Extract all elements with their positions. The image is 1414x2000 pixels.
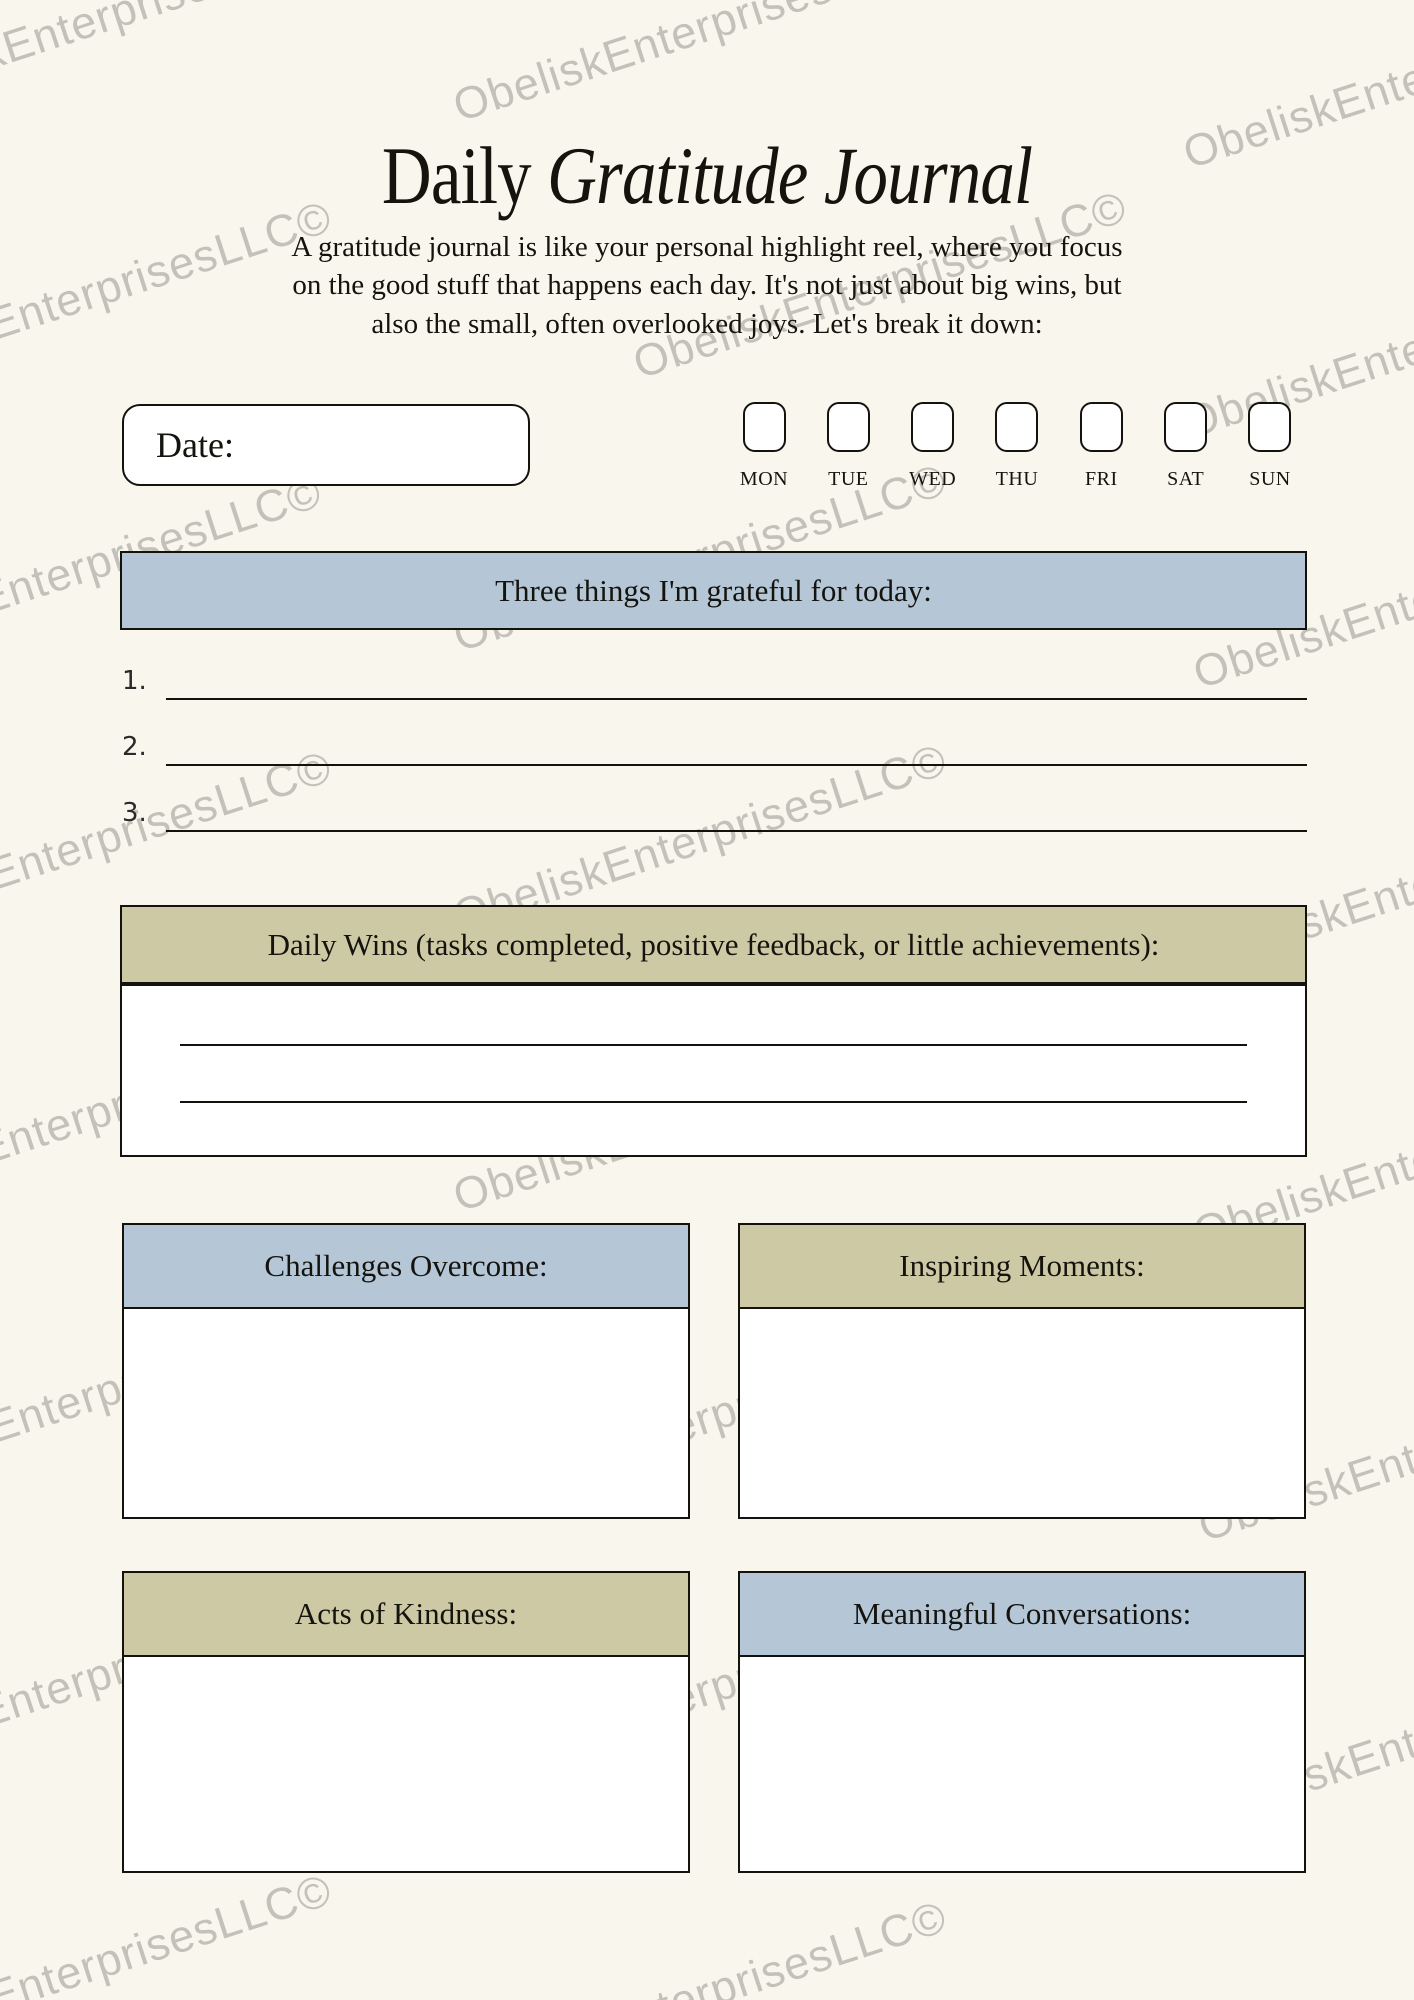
grateful-number: 3.: [122, 798, 147, 828]
grateful-list: 1. 2. 3.: [122, 634, 1307, 832]
weekday-checkbox-row: MON TUE WED THU FRI SAT SUN: [734, 402, 1300, 491]
challenges-header: Challenges Overcome:: [124, 1225, 688, 1309]
weekday-cell: THU: [987, 402, 1047, 491]
grateful-line-field-1[interactable]: [166, 698, 1307, 700]
daily-wins-line: [180, 1101, 1247, 1103]
day-checkbox-wed[interactable]: [911, 402, 955, 452]
grateful-line-field-2[interactable]: [166, 764, 1307, 766]
challenges-writing-area[interactable]: [124, 1309, 688, 1517]
inspiring-writing-area[interactable]: [740, 1309, 1304, 1517]
weekday-cell: SUN: [1240, 402, 1300, 491]
challenges-title: Challenges Overcome:: [264, 1248, 548, 1283]
intro-line: on the good stuff that happens each day.…: [292, 269, 1122, 302]
daily-wins-line: [180, 1044, 1247, 1046]
watermark-text: ObeliskEnterprisesLLC©: [446, 1890, 953, 2000]
kindness-box: Acts of Kindness:: [122, 1571, 690, 1873]
inspiring-header: Inspiring Moments:: [740, 1225, 1304, 1309]
weekday-cell: WED: [903, 402, 963, 491]
day-label-fri: FRI: [1085, 468, 1118, 490]
grateful-row: 2.: [122, 700, 1307, 766]
day-checkbox-sat[interactable]: [1164, 402, 1208, 452]
day-checkbox-fri[interactable]: [1079, 402, 1123, 452]
day-checkbox-mon[interactable]: [742, 402, 786, 452]
weekday-cell: SAT: [1156, 402, 1216, 491]
day-checkbox-sun[interactable]: [1248, 402, 1292, 452]
day-label-sun: SUN: [1249, 468, 1291, 490]
watermark-text: ObeliskEnterprisesLLC©: [1207, 1916, 1414, 2000]
grateful-number: 1.: [122, 666, 147, 696]
grateful-number: 2.: [122, 732, 147, 762]
grateful-section-header: Three things I'm grateful for today:: [120, 551, 1307, 630]
weekday-cell: TUE: [818, 402, 878, 491]
date-field[interactable]: Date:: [122, 404, 530, 486]
weekday-cell: FRI: [1071, 402, 1131, 491]
day-label-thu: THU: [995, 468, 1039, 490]
date-label: Date:: [156, 425, 234, 465]
day-label-mon: MON: [739, 468, 789, 490]
conversations-writing-area[interactable]: [740, 1657, 1304, 1871]
grateful-section-title: Three things I'm grateful for today:: [495, 572, 932, 608]
grateful-line-field-3[interactable]: [166, 830, 1307, 832]
watermark-text: ObeliskEnterprisesLLC©: [0, 0, 353, 122]
inspiring-title: Inspiring Moments:: [899, 1248, 1145, 1283]
kindness-title: Acts of Kindness:: [294, 1596, 518, 1631]
grateful-row: 1.: [122, 634, 1307, 700]
watermark-text: ObeliskEnterprisesLLC©: [446, 0, 953, 132]
daily-wins-writing-area[interactable]: [120, 984, 1307, 1157]
day-label-wed: WED: [909, 468, 957, 490]
intro-paragraph: A gratitude journal is like your persona…: [0, 228, 1414, 343]
weekday-cell: MON: [734, 402, 794, 491]
daily-wins-header: Daily Wins (tasks completed, positive fe…: [120, 905, 1307, 984]
inspiring-box: Inspiring Moments:: [738, 1223, 1306, 1519]
conversations-box: Meaningful Conversations:: [738, 1571, 1306, 1873]
page-title-regular: Daily: [381, 129, 548, 221]
day-checkbox-thu[interactable]: [995, 402, 1039, 452]
intro-line: also the small, often overlooked joys. L…: [371, 307, 1043, 340]
intro-line: A gratitude journal is like your persona…: [291, 231, 1123, 263]
grateful-row: 3.: [122, 766, 1307, 832]
conversations-title: Meaningful Conversations:: [852, 1596, 1192, 1631]
watermark-text: ObeliskEnterprisesLLC©: [0, 1863, 338, 2000]
day-checkbox-tue[interactable]: [826, 402, 870, 452]
conversations-header: Meaningful Conversations:: [740, 1573, 1304, 1657]
page-title: Daily Gratitude Journal: [0, 134, 1414, 217]
day-label-tue: TUE: [828, 468, 869, 490]
day-label-sat: SAT: [1167, 468, 1205, 490]
page-title-italic: Gratitude Journal: [547, 129, 1033, 221]
daily-wins-title: Daily Wins (tasks completed, positive fe…: [267, 926, 1160, 962]
challenges-box: Challenges Overcome:: [122, 1223, 690, 1519]
kindness-writing-area[interactable]: [124, 1657, 688, 1871]
kindness-header: Acts of Kindness:: [124, 1573, 688, 1657]
